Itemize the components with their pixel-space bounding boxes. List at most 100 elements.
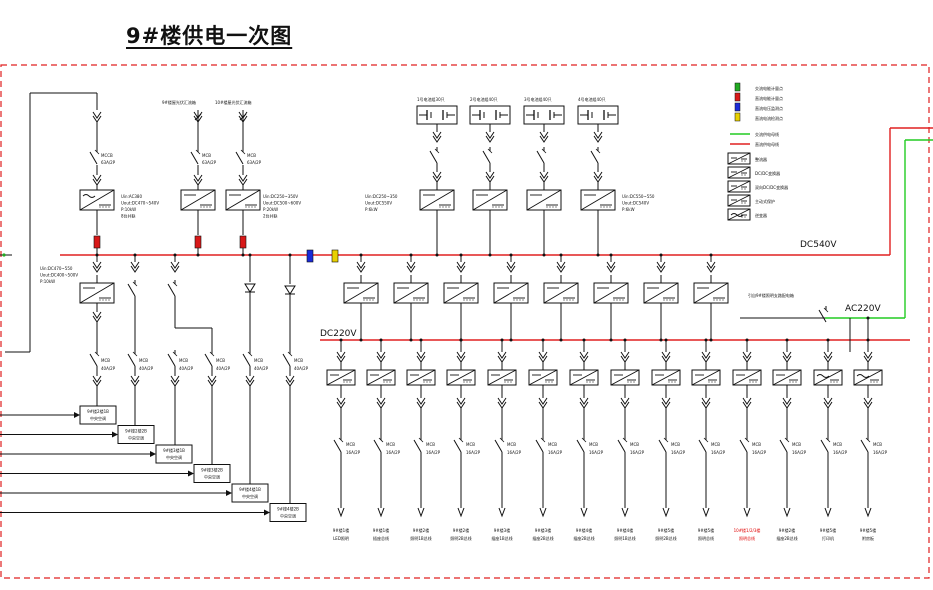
junction-dot (826, 338, 830, 342)
top-breaker-type: MCCB (101, 153, 113, 158)
load-breaker-rating: 16A/2P (792, 450, 807, 455)
arrow-right-icon (264, 509, 270, 516)
arrow-down-icon (783, 507, 791, 518)
hvac-breaker-type: MCB (294, 358, 303, 363)
load-breaker-rating: 16A/2P (426, 450, 441, 455)
junction-dot (509, 253, 513, 257)
load-breaker-rating: 16A/2P (752, 450, 767, 455)
junction-dot (582, 338, 586, 342)
arrow-down-icon (485, 171, 495, 183)
load-breaker-icon (779, 436, 790, 453)
load-breaker-type: MCB (792, 442, 801, 447)
junction-dot (559, 253, 563, 257)
junction-dot (459, 338, 463, 342)
load-breaker-icon (617, 436, 628, 453)
arrow-down-icon (661, 397, 671, 409)
legend-symbol-label: 主动式保护 (755, 198, 775, 204)
ac220-label: AC220V (845, 304, 881, 314)
hvac-breaker-rating: 40A/2P (294, 366, 309, 371)
load-breaker-icon (535, 436, 546, 453)
arrow-down-icon (456, 261, 466, 273)
hvac-breaker-type: MCB (254, 358, 263, 363)
battery-breaker-icon (429, 147, 440, 164)
arrow-down-icon (706, 261, 716, 273)
load-breaker-type: MCB (589, 442, 598, 447)
arrow-down-icon (593, 171, 603, 183)
load-converter-icon (326, 369, 356, 386)
battery-icon (416, 105, 458, 125)
dc220-label: DC220V (320, 329, 357, 339)
converter-spec: Uin:DC250~350V (263, 194, 298, 199)
arrow-down-icon (336, 397, 346, 409)
hvac-breaker-icon (89, 350, 100, 367)
top-converter-icon (79, 189, 115, 211)
load-converter-icon (366, 369, 396, 386)
arrow-right-icon (112, 431, 118, 438)
battery-conv-spec: Uin:DC550~550 (622, 194, 655, 199)
top-breaker-icon (190, 148, 201, 165)
frame-border (0, 64, 930, 579)
arrow-down-icon (336, 351, 346, 363)
dc-meter-marker-icon (194, 235, 202, 249)
dcdc-converter-icon (643, 282, 679, 304)
arrow-down-icon (621, 507, 629, 518)
junction-dot (609, 338, 613, 342)
arrow-down-icon (193, 174, 203, 186)
arrow-down-icon (579, 397, 589, 409)
junction-dot (133, 253, 137, 257)
arrow-down-icon (457, 507, 465, 518)
load-label-1: 9#楼1楼 (373, 527, 389, 533)
diode-icon (244, 283, 256, 293)
left-converter-icon (79, 282, 115, 304)
load-converter-icon (732, 369, 762, 386)
hvac-breaker-rating: 40A/2P (216, 366, 231, 371)
dcdc-converter-icon (593, 282, 629, 304)
arrow-down-icon (620, 397, 630, 409)
arrow-down-icon (377, 507, 385, 518)
hvac-breaker-icon (204, 350, 215, 367)
top-breaker-rating: 63A/2P (101, 160, 116, 165)
arrow-down-icon (92, 375, 102, 387)
arrow-down-icon (539, 171, 549, 183)
load-breaker-rating: 16A/2P (873, 450, 888, 455)
load-breaker-icon (860, 436, 871, 453)
load-breaker-type: MCB (752, 442, 761, 447)
junction-dot (435, 253, 439, 257)
left-conv-spec: P:10kW (40, 279, 55, 284)
arrow-down-icon (579, 351, 589, 363)
arrow-down-icon (130, 261, 140, 273)
hvac-box-line1: 9#楼4楼2B (277, 506, 299, 512)
hvac-breaker-rating: 40A/2P (179, 366, 194, 371)
junction-dot (623, 338, 627, 342)
top-converter-icon (180, 189, 216, 211)
arrow-down-icon (701, 397, 711, 409)
legend-symbol-label: 逆变器 (755, 212, 767, 218)
load-breaker-type: MCB (507, 442, 516, 447)
breaker-switch-icon (167, 280, 178, 297)
load-breaker-rating: 16A/2P (671, 450, 686, 455)
junction-dot (709, 338, 713, 342)
hvac-box-line2: 中央空调 (90, 415, 106, 421)
load-breaker-rating: 16A/2P (833, 450, 848, 455)
battery-breaker-icon (536, 147, 547, 164)
load-label-2: 插座总线 (373, 535, 389, 541)
arrow-down-icon (538, 397, 548, 409)
hvac-box-line1: 9#楼3楼1B (163, 447, 185, 453)
arrow-down-icon (376, 351, 386, 363)
battery-conv-spec: P:6kW (365, 207, 378, 212)
load-converter-icon (772, 369, 802, 386)
junction-dot (241, 253, 245, 257)
arrow-down-icon (782, 397, 792, 409)
arrow-down-icon (823, 397, 833, 409)
load-breaker-type: MCB (671, 442, 680, 447)
arrow-down-icon (416, 351, 426, 363)
load-label-2: 照明1B总线 (410, 535, 431, 541)
diode-icon (284, 285, 296, 295)
arrow-down-icon (863, 351, 873, 363)
hvac-breaker-type: MCB (139, 358, 148, 363)
hvac-breaker-type: MCB (216, 358, 225, 363)
junction-dot (409, 253, 413, 257)
hvac-box-line1: 9#楼2楼1B (87, 408, 109, 414)
battery-label: 1号电池组30只 (417, 96, 445, 102)
arrow-right-icon (74, 412, 80, 418)
